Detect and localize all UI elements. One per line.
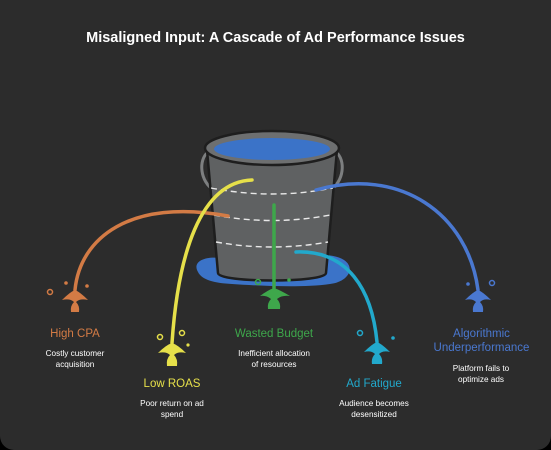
high-cpa-description: Costly customer acquisition [10, 349, 140, 370]
bucket-ring [215, 241, 329, 248]
ad-fatigue-description: Audience becomes desensitized [309, 399, 439, 420]
wasted-budget-desc-line: Inefficient allocation [238, 349, 310, 358]
low-roas-desc-line: spend [160, 409, 184, 419]
algorithmic-title-line: Algorithmic [453, 328, 510, 340]
high-cpa-desc-line: acquisition [55, 359, 95, 369]
algorithmic-underperformance-title: Algorithmic Underperformance [414, 327, 549, 355]
bucket-water [214, 138, 330, 160]
ad-fatigue-title: Ad Fatigue [346, 378, 402, 390]
wasted-budget-title: Wasted Budget [234, 328, 314, 340]
stream-high-cpa [73, 210, 230, 292]
wasted-budget-desc-line: of resources [251, 359, 297, 369]
algorithmic-desc-line: Platform fails to [452, 364, 510, 373]
diagram-title: Misaligned Input: A Cascade of Ad Perfor… [86, 30, 465, 46]
splash-ad-fatigue [356, 329, 395, 364]
splash-high-cpa [46, 281, 89, 312]
splash-wasted-budget [254, 278, 291, 309]
splash-algorithmic [465, 279, 496, 312]
high-cpa-desc-line: Costly customer [45, 349, 105, 358]
algorithmic-underperformance-description: Platform fails to optimize ads [416, 364, 546, 385]
wasted-budget-description: Inefficient allocation of resources [209, 349, 339, 370]
low-roas-desc-line: Poor return on ad [140, 399, 204, 408]
ad-fatigue-desc-line: Audience becomes [339, 399, 409, 408]
high-cpa-title: High CPA [50, 328, 100, 340]
low-roas-title: Low ROAS [143, 378, 201, 390]
algorithmic-title-line: Underperformance [433, 342, 530, 354]
stream-low-roas [170, 178, 254, 345]
splash-low-roas [156, 329, 190, 366]
stream-algorithmic [314, 182, 480, 292]
stream-ad-fatigue [294, 250, 379, 344]
algorithmic-desc-line: optimize ads [458, 374, 504, 384]
low-roas-description: Poor return on ad spend [107, 399, 237, 420]
ad-fatigue-desc-line: desensitized [351, 409, 397, 419]
